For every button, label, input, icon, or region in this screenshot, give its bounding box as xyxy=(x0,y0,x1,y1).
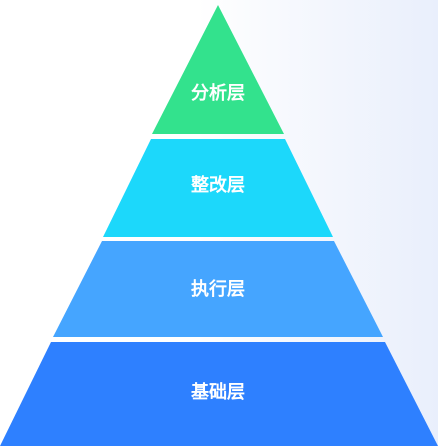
pyramid-layer-rectification[interactable]: 整改层 xyxy=(103,139,333,237)
pyramid-layer-analysis-shape xyxy=(152,5,284,134)
pyramid-layer-analysis-label: 分析层 xyxy=(191,82,245,104)
pyramid-layer-foundation-label: 基础层 xyxy=(190,381,245,403)
pyramid-layer-foundation[interactable]: 基础层 xyxy=(0,342,438,446)
pyramid-layer-foundation-shape xyxy=(0,342,438,446)
pyramid-layer-execution[interactable]: 执行层 xyxy=(53,241,383,337)
pyramid-layer-rectification-label: 整改层 xyxy=(190,174,245,196)
pyramid-layer-execution-label: 执行层 xyxy=(191,278,245,300)
pyramid-layer-execution-shape xyxy=(53,241,383,337)
pyramid-layer-analysis[interactable]: 分析层 xyxy=(152,5,284,134)
pyramid-layer-rectification-shape xyxy=(103,139,333,237)
